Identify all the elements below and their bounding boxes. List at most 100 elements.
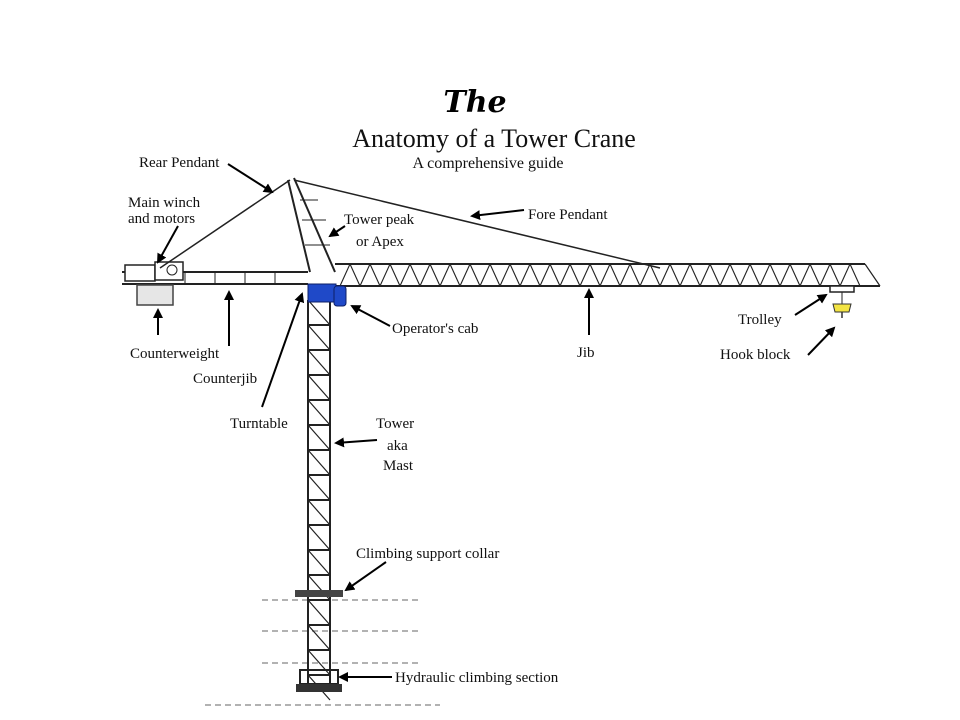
label-hook-block: Hook block [720, 347, 791, 363]
lattice-brace [349, 263, 361, 287]
lattice-brace [589, 263, 601, 287]
lattice-brace [307, 624, 331, 651]
lattice-brace [659, 263, 671, 287]
title-the: The [443, 85, 506, 120]
lattice-brace [849, 263, 861, 287]
label-counterweight: Counterweight [130, 346, 220, 362]
label-tower-peak-1: Tower peak [344, 212, 415, 228]
lattice-brace [409, 263, 421, 287]
label-hydraulic-section: Hydraulic climbing section [395, 670, 559, 686]
arrow-tower-peak [328, 225, 346, 238]
lattice-brace [307, 324, 331, 351]
arrow-climbing-collar [344, 561, 387, 592]
lattice-brace [559, 263, 571, 287]
lattice-brace [379, 263, 391, 287]
lattice-brace [709, 263, 721, 287]
counterweight [136, 284, 174, 306]
label-rear-pendant: Rear Pendant [139, 155, 220, 171]
lattice-brace [599, 263, 611, 287]
arrow-turntable [261, 292, 305, 408]
lattice-brace [429, 263, 441, 287]
lattice-brace [609, 263, 621, 287]
lattice-brace [459, 263, 471, 287]
lattice-brace [469, 263, 481, 287]
lattice-brace [639, 263, 651, 287]
arrow-trolley [794, 293, 828, 316]
lattice-brace [579, 263, 591, 287]
lattice-brace [399, 263, 411, 287]
lattice-brace [499, 263, 511, 287]
climbing-support-collar [295, 590, 343, 597]
floor-lines [205, 599, 440, 706]
lattice-brace [829, 263, 841, 287]
hook-block [832, 303, 852, 318]
title-subtitle: A comprehensive guide [412, 155, 563, 172]
lattice-brace [389, 263, 401, 287]
lattice-brace [307, 424, 331, 451]
lattice-brace [629, 263, 641, 287]
fore-pendant [293, 179, 661, 269]
label-tower-aka: aka [387, 438, 408, 454]
lattice-brace [729, 263, 741, 287]
lattice-brace [369, 263, 381, 287]
lattice-brace [307, 374, 331, 401]
label-turntable: Turntable [230, 416, 288, 432]
lattice-brace [779, 263, 791, 287]
arrow-rear-pendant [227, 163, 274, 194]
lattice-brace [809, 263, 821, 287]
lattice-brace [549, 263, 561, 287]
label-operators-cab: Operator's cab [392, 321, 478, 337]
lattice-brace [509, 263, 521, 287]
label-counterjib: Counterjib [193, 371, 257, 387]
lattice-brace [307, 299, 331, 326]
lattice-brace [307, 449, 331, 476]
arrow-hook-block [807, 326, 836, 356]
lattice-brace [719, 263, 731, 287]
lattice-brace [749, 263, 761, 287]
main-winch [124, 261, 184, 282]
lattice-brace [739, 263, 751, 287]
lattice-brace [359, 263, 371, 287]
lattice-brace [699, 263, 711, 287]
label-climbing-collar: Climbing support collar [356, 546, 499, 562]
label-tower-peak-2: or Apex [356, 234, 404, 250]
lattice-brace [479, 263, 491, 287]
lattice-brace [819, 263, 831, 287]
lattice-brace [799, 263, 811, 287]
lattice-brace [769, 263, 781, 287]
lattice-brace [307, 599, 331, 626]
arrow-main-winch [157, 225, 179, 264]
lattice-brace [307, 549, 331, 576]
lattice-brace [439, 263, 451, 287]
lattice-brace [307, 349, 331, 376]
lattice-brace [679, 263, 691, 287]
arrow-operators-cab [350, 305, 391, 327]
lattice-brace [839, 263, 851, 287]
lattice-brace [489, 263, 501, 287]
trolley [829, 285, 855, 304]
label-main-winch-2: and motors [128, 211, 195, 227]
label-trolley: Trolley [738, 312, 782, 328]
lattice-brace [307, 524, 331, 551]
label-main-winch-1: Main winch [128, 195, 201, 211]
lattice-brace [759, 263, 771, 287]
label-tower: Tower [376, 416, 414, 432]
arrow-tower [334, 437, 378, 448]
lattice-brace [307, 399, 331, 426]
lattice-brace [789, 263, 801, 287]
lattice-brace [619, 263, 631, 287]
lattice-brace [569, 263, 581, 287]
hydraulic-climbing-section [296, 669, 342, 692]
lattice-brace [307, 499, 331, 526]
lattice-brace [419, 263, 431, 287]
lattice-brace [307, 474, 331, 501]
lattice-brace [689, 263, 701, 287]
operators-cab [307, 283, 347, 307]
arrow-fore-pendant [470, 209, 525, 221]
label-tower-mast: Mast [383, 458, 414, 474]
lattice-brace [449, 263, 461, 287]
tower-mast [307, 299, 331, 701]
label-fore-pendant: Fore Pendant [528, 207, 608, 223]
